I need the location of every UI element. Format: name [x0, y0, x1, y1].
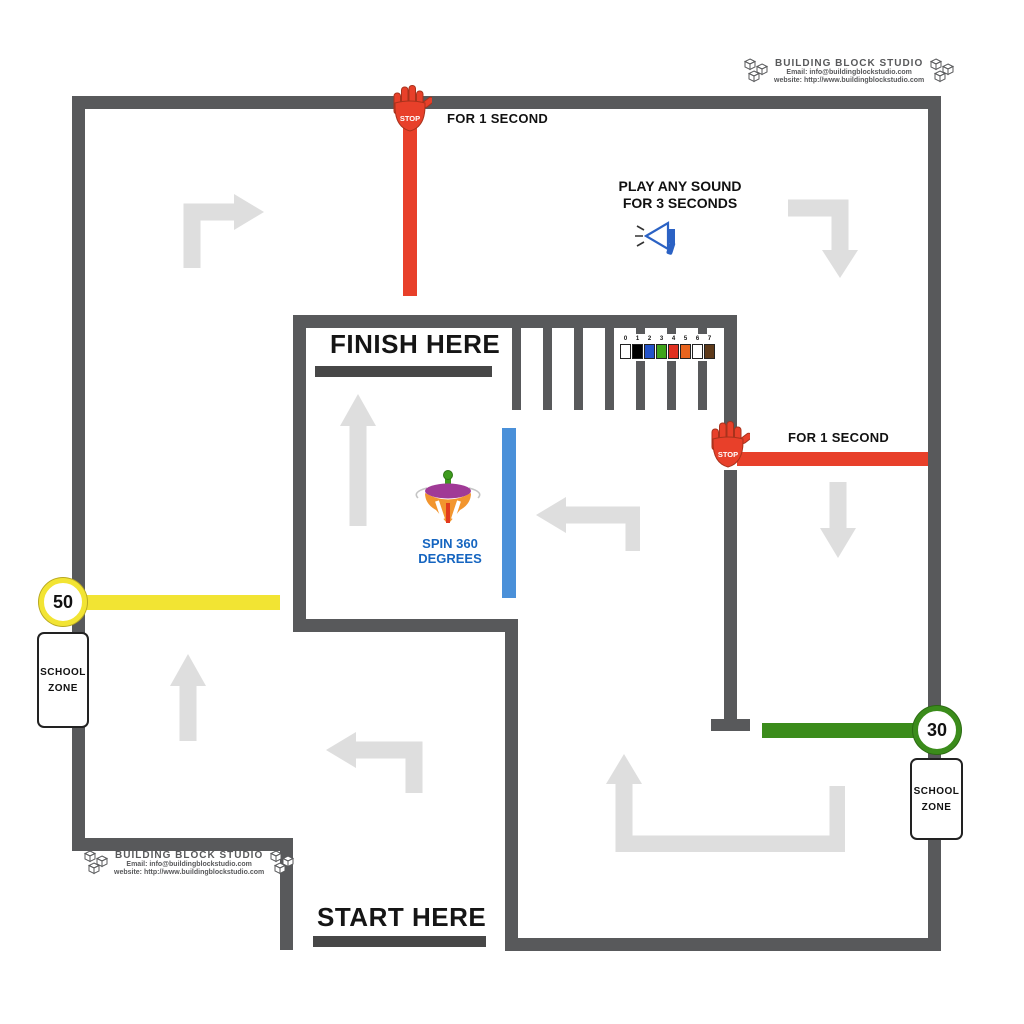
brand-title: BUILDING BLOCK STUDIO	[115, 849, 264, 861]
color-strip-number: 0	[623, 336, 628, 342]
color-strip-number: 4	[671, 336, 676, 342]
brand-logo-bottom-left: BUILDING BLOCK STUDIO Email: info@buildi…	[82, 848, 295, 878]
arrow-up-left-icon	[326, 732, 423, 793]
school-zone-bar-left	[62, 595, 280, 610]
finish-here-label: FINISH HERE	[330, 329, 501, 359]
crosswalk-line	[636, 328, 645, 410]
spin-line1: SPIN 360	[422, 536, 478, 551]
color-strip-number: 6	[695, 336, 700, 342]
color-strip-swatch	[692, 344, 703, 359]
stop-bar-top	[403, 128, 417, 296]
color-strip-swatch	[680, 344, 691, 359]
spin-bar	[502, 428, 516, 598]
brand-email: Email: info@buildingblockstudio.com	[126, 860, 252, 868]
school-zone-right-line1: SCHOOL	[913, 785, 960, 797]
svg-text:STOP: STOP	[718, 450, 738, 459]
play-sound-label: PLAY ANY SOUND FOR 3 SECONDS	[595, 178, 765, 212]
cubes-logo-icon	[270, 850, 295, 875]
arrow-right-down-icon	[788, 199, 858, 278]
start-here-label: START HERE	[317, 902, 487, 932]
color-strip-swatch	[644, 344, 655, 359]
brand-text-block: BUILDING BLOCK STUDIO Email: info@buildi…	[774, 58, 924, 85]
speed-limit-50-badge: 50	[39, 578, 87, 626]
speed-50-value: 50	[52, 591, 74, 612]
brand-website: website: http://www.buildingblockstudio.…	[114, 868, 265, 876]
brand-text-block: BUILDING BLOCK STUDIO Email: info@buildi…	[114, 850, 264, 877]
school-zone-right-line2: ZONE	[921, 801, 952, 813]
megaphone-icon	[635, 221, 676, 255]
arrow-up-icon	[340, 394, 376, 526]
arrow-up-icon	[170, 654, 206, 741]
color-strip-cell: 4	[668, 336, 679, 359]
arrow-u-turn-up-icon	[606, 754, 845, 852]
stop-hand-icon: STOP	[711, 421, 750, 468]
spinning-top-icon	[415, 470, 481, 523]
color-strip-swatch	[668, 344, 679, 359]
color-strip-cell: 6	[692, 336, 703, 359]
school-zone-bar-right	[762, 723, 937, 738]
cubes-logo-icon	[83, 850, 109, 875]
crosswalk-line	[512, 328, 521, 410]
track-start-column	[505, 619, 518, 951]
start-here-underline	[313, 936, 486, 947]
color-strip-swatch	[632, 344, 643, 359]
track-dead-end-cap	[711, 719, 750, 731]
speed-limit-30-badge: 30	[913, 706, 961, 754]
speed-30-value: 30	[926, 719, 948, 740]
crosswalk-line	[698, 328, 707, 410]
stop-right-duration-label: FOR 1 SECOND	[788, 430, 890, 445]
color-strip-number: 5	[683, 336, 688, 342]
arrow-up-right-icon	[183, 194, 264, 268]
brand-title: BUILDING BLOCK STUDIO	[775, 57, 924, 69]
color-strip-number: 2	[647, 336, 652, 342]
track-inner-bottom	[293, 619, 518, 632]
color-strip-cell: 1	[632, 336, 643, 359]
track-outer-top	[72, 96, 941, 109]
school-zone-left-line2: ZONE	[48, 682, 78, 694]
track-inner-right-upper	[724, 315, 737, 445]
track-bottom-left-horizontal	[72, 838, 291, 851]
color-strip-swatch	[704, 344, 715, 359]
color-strip-cell: 7	[704, 336, 715, 359]
brand-website: website: http://www.buildingblockstudio.…	[774, 76, 925, 84]
color-strip-swatch	[620, 344, 631, 359]
school-zone-sign-right: SCHOOL ZONE	[910, 758, 963, 840]
arrow-up-left-icon	[536, 497, 640, 551]
color-strip: 0 1 2 3 4 5 6 7	[618, 334, 717, 361]
spin-line2: DEGREES	[418, 551, 482, 566]
color-strip-number: 1	[635, 336, 640, 342]
track-inner-left	[293, 315, 306, 632]
school-zone-left-line1: SCHOOL	[40, 666, 86, 678]
crosswalk-line	[605, 328, 614, 410]
color-strip-cell: 2	[644, 336, 655, 359]
track-outer-left	[72, 96, 85, 851]
color-strip-swatch	[656, 344, 667, 359]
crosswalk-line	[667, 328, 676, 410]
color-strip-cell: 0	[620, 336, 631, 359]
cubes-logo-icon	[743, 58, 769, 83]
play-sound-line2: FOR 3 SECONDS	[622, 195, 738, 211]
play-sound-line1: PLAY ANY SOUND	[618, 178, 742, 194]
school-zone-sign-left: SCHOOL ZONE	[37, 632, 89, 728]
crosswalk-line	[543, 328, 552, 410]
track-outer-bottom-right	[505, 938, 941, 951]
svg-text:STOP: STOP	[400, 114, 420, 123]
crosswalk-line	[574, 328, 583, 410]
cubes-logo-icon	[930, 58, 955, 83]
brand-email: Email: info@buildingblockstudio.com	[786, 68, 912, 76]
stop-bar-right	[737, 452, 928, 466]
color-strip-cell: 3	[656, 336, 667, 359]
stop-hand-icon: STOP	[393, 85, 432, 132]
color-strip-cell: 5	[680, 336, 691, 359]
track-inner-top	[293, 315, 737, 328]
arrow-down-icon	[820, 482, 856, 558]
color-strip-number: 3	[659, 336, 664, 342]
finish-here-underline	[315, 366, 492, 377]
stop-top-duration-label: FOR 1 SECOND	[447, 111, 549, 126]
track-inner-right-lower	[724, 470, 737, 720]
brand-logo-top-right: BUILDING BLOCK STUDIO Email: info@buildi…	[742, 56, 955, 86]
color-strip-number: 7	[707, 336, 712, 342]
spin-360-label: SPIN 360 DEGREES	[400, 536, 500, 566]
